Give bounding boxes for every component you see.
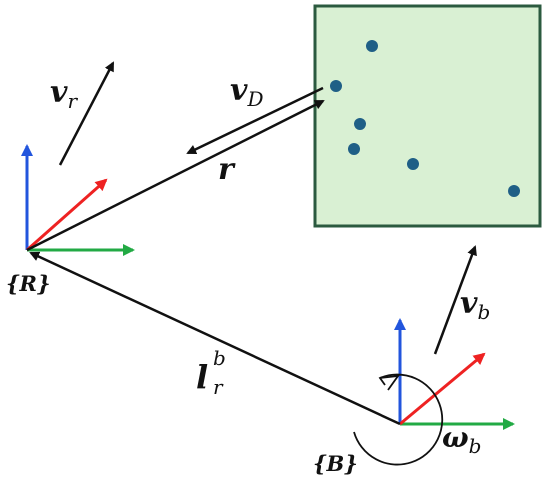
omega-arc-tip [379,374,400,391]
vector-r [26,99,325,252]
feature-points [330,40,520,197]
label-v-b: vb [460,286,490,324]
feature-point [366,40,378,52]
svg-text:r: r [213,375,224,399]
omega-arc [353,373,444,466]
feature-point [407,158,419,170]
label-frame-r: {R} [6,271,50,296]
frame-r-z-axis [26,178,108,252]
feature-point [348,143,360,155]
label-r: r [218,152,236,187]
label-frame-b: {B} [313,451,358,476]
vector-v-b [433,245,477,355]
vector-v-r [58,61,115,166]
label-l-r-b: l b r [196,346,226,399]
frame-r-axes [21,144,135,256]
feature-point [508,185,520,197]
frame-b-axes [394,318,515,430]
feature-point [354,118,366,130]
label-v-r: vr [50,75,78,113]
label-omega-b: ωb [442,421,481,458]
svg-text:b: b [213,346,226,370]
frame-b-z-axis [399,352,486,426]
label-v-d: vD [230,73,263,111]
scene-panel [313,4,542,228]
feature-point [330,80,342,92]
vector-v-d [186,86,324,155]
svg-text:l: l [196,358,208,396]
vector-l-r-b [29,251,401,426]
